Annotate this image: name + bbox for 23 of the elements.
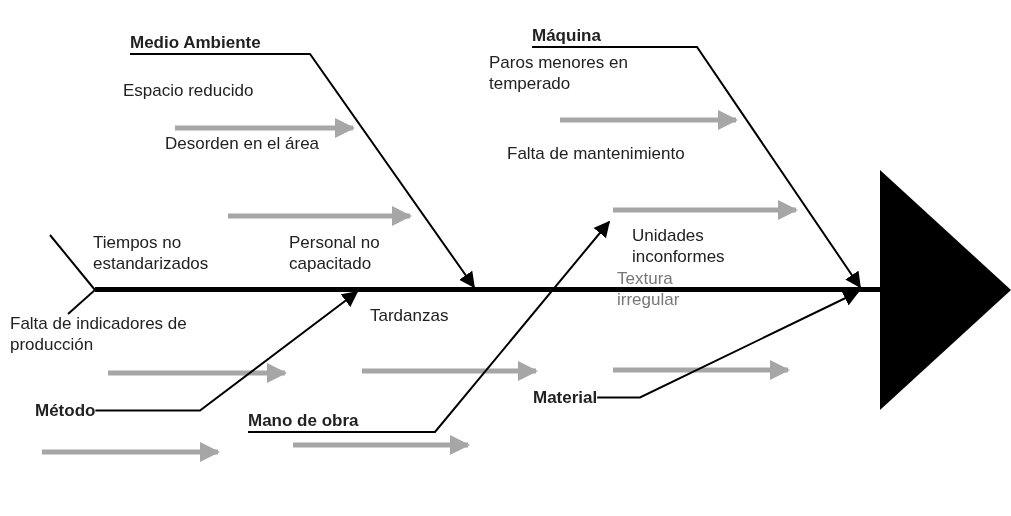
spine-line — [860, 287, 880, 292]
bone-arrow — [94, 291, 359, 412]
fish-head — [880, 170, 1011, 410]
category-label: Medio Ambiente — [130, 32, 261, 53]
cause-label: Tardanzas — [370, 305, 450, 326]
fish-spine — [95, 287, 860, 292]
cause-label: Paros menores en temperado — [489, 52, 629, 94]
cause-label: Textura irregular — [617, 268, 681, 310]
category-label: Material — [533, 387, 598, 408]
cause-label: Falta de mantenimiento — [507, 143, 686, 164]
bone-arrow — [129, 53, 475, 289]
bone-arrow — [596, 291, 860, 399]
bone-arrow — [247, 220, 610, 433]
cause-label: Personal no capacitado — [289, 232, 381, 274]
category-label: Mano de obra — [248, 410, 359, 431]
cause-label: Tiempos no estandarizados — [93, 232, 210, 274]
cause-label: Unidades inconformes — [632, 225, 726, 267]
cause-label: Espacio reducido — [123, 80, 255, 101]
category-label: Método — [35, 400, 96, 421]
category-label: Máquina — [532, 25, 601, 46]
cause-label: Falta de indicadores de producción — [10, 313, 188, 355]
bone-arrow — [531, 46, 861, 289]
cause-label: Desorden en el área — [165, 133, 321, 154]
